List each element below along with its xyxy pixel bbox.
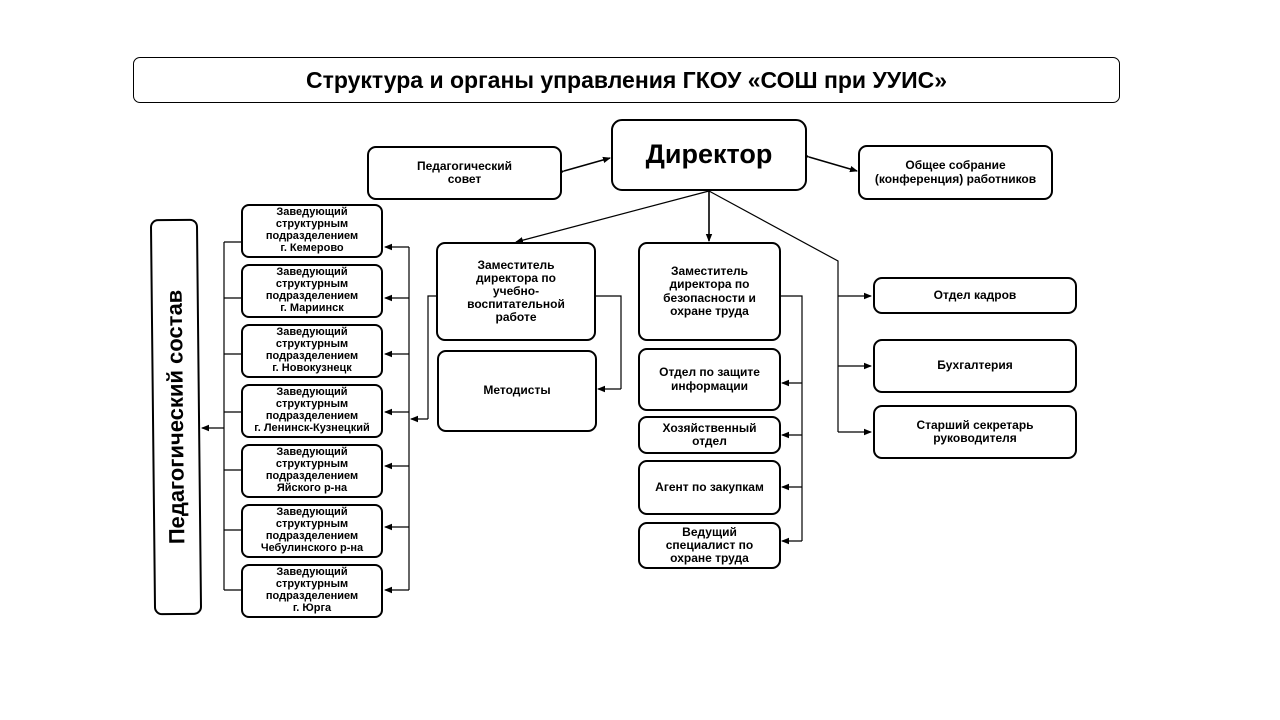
branch-head-label: Заведующий структурным подразделением г.… <box>265 266 359 314</box>
director-node: Директор <box>611 119 807 191</box>
general-meeting-node: Общее собрание (конференция) работников <box>858 145 1053 200</box>
branch-head-node: Заведующий структурным подразделением г.… <box>241 204 383 258</box>
accounting-node: Бухгалтерия <box>873 339 1077 393</box>
chart-title-text: Структура и органы управления ГКОУ «СОШ … <box>305 66 948 93</box>
deputy-education-node: Заместитель директора по учебно- воспита… <box>436 242 596 341</box>
household-dept-node: Хозяйственный отдел <box>638 416 781 454</box>
safety-specialist-node: Ведущий специалист по охране труда <box>638 522 781 569</box>
senior-secretary-node: Старший секретарь руководителя <box>873 405 1077 459</box>
info-protection-label: Отдел по защите информации <box>659 365 760 393</box>
branch-head-label: Заведующий структурным подразделением г.… <box>265 326 359 374</box>
branch-head-node: Заведующий структурным подразделением г.… <box>241 564 383 618</box>
deputy-safety-label: Заместитель директора по безопасности и … <box>663 264 756 318</box>
branch-head-label: Заведующий структурным подразделением Че… <box>260 506 364 554</box>
deputy-safety-node: Заместитель директора по безопасности и … <box>638 242 781 341</box>
ped-staff-label: Педагогический состав <box>161 289 190 545</box>
branch-head-node: Заведующий структурным подразделением г.… <box>241 324 383 378</box>
methodists-node: Методисты <box>437 350 597 432</box>
branch-head-label: Заведующий структурным подразделением Яй… <box>265 446 359 494</box>
hr-dept-label: Отдел кадров <box>933 287 1017 302</box>
ped-council-label: Педагогический совет <box>416 158 513 186</box>
branch-head-node: Заведующий структурным подразделением г.… <box>241 384 383 438</box>
procurement-agent-node: Агент по закупкам <box>638 460 781 515</box>
senior-secretary-label: Старший секретарь руководителя <box>916 417 1034 445</box>
chart-title: Структура и органы управления ГКОУ «СОШ … <box>133 57 1120 103</box>
ped-staff-node: Педагогический состав <box>149 218 203 616</box>
household-dept-label: Хозяйственный отдел <box>662 420 757 448</box>
hr-dept-node: Отдел кадров <box>873 277 1077 314</box>
branch-head-label: Заведующий структурным подразделением г.… <box>265 566 359 614</box>
procurement-agent-label: Агент по закупкам <box>655 479 764 494</box>
general-meeting-label: Общее собрание (конференция) работников <box>874 158 1037 186</box>
branch-head-node: Заведующий структурным подразделением Яй… <box>241 444 383 498</box>
methodists-label: Методисты <box>483 383 551 398</box>
accounting-label: Бухгалтерия <box>937 358 1013 373</box>
info-protection-node: Отдел по защите информации <box>638 348 781 411</box>
branch-head-label: Заведующий структурным подразделением г.… <box>254 386 370 434</box>
ped-council-node: Педагогический совет <box>367 146 562 200</box>
branch-head-node: Заведующий структурным подразделением г.… <box>241 264 383 318</box>
branch-head-label: Заведующий структурным подразделением г.… <box>265 206 359 254</box>
director-label: Директор <box>645 139 773 170</box>
branch-head-node: Заведующий структурным подразделением Че… <box>241 504 383 558</box>
deputy-education-label: Заместитель директора по учебно- воспита… <box>467 257 565 325</box>
safety-specialist-label: Ведущий специалист по охране труда <box>665 524 754 566</box>
